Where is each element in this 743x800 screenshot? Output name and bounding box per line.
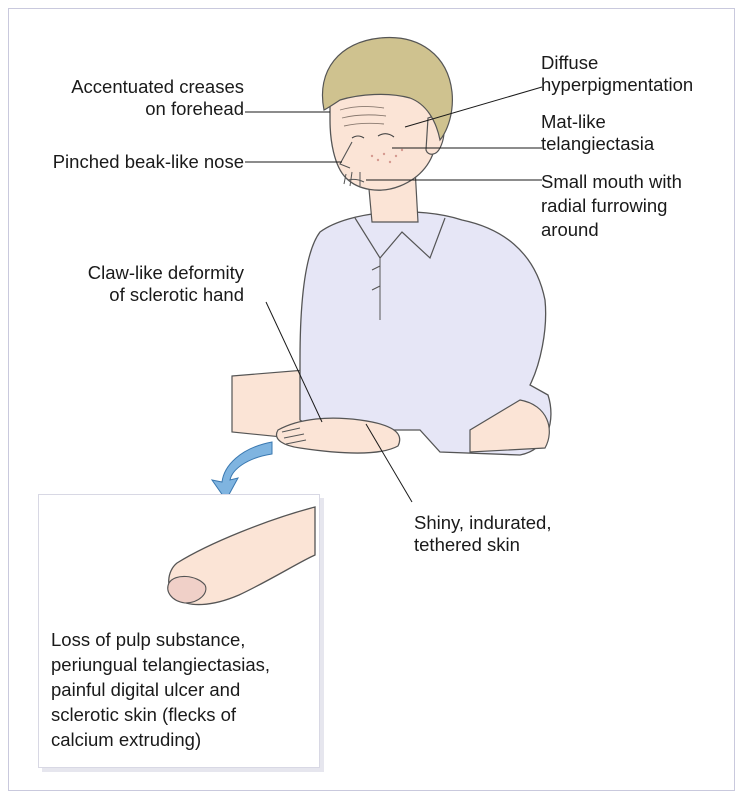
inset-caption: Loss of pulp substance, periungual telan… [51, 627, 270, 752]
label-claw-hand: Claw-like deformity of sclerotic hand [40, 262, 244, 306]
label-mouth: Small mouth with radial furrowing around [541, 170, 682, 242]
label-pigmentation: Diffuse hyperpigmentation [541, 52, 693, 96]
finger-inset: Loss of pulp substance, periungual telan… [38, 494, 320, 768]
label-nose: Pinched beak-like nose [30, 151, 244, 173]
label-forehead: Accentuated creases on forehead [40, 76, 244, 120]
label-telangiectasia: Mat-like telangiectasia [541, 111, 654, 155]
curved-arrow [212, 442, 272, 500]
fingernail [168, 576, 206, 603]
label-tethered-skin: Shiny, indurated, tethered skin [414, 512, 551, 556]
finger-illustration [39, 495, 319, 625]
